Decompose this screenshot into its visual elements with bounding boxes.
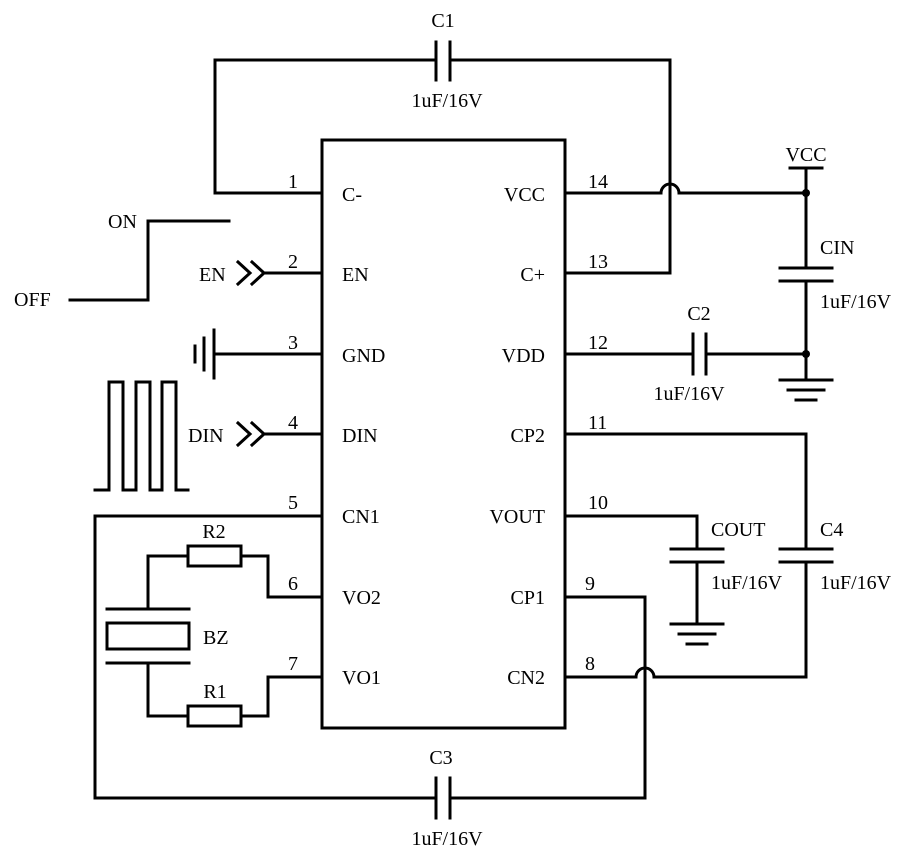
ground-symbol-right [778,378,834,402]
capacitor-c3 [93,514,647,820]
c3-value: 1uF/16V [411,828,483,850]
pin-7-name: VO1 [342,667,381,689]
pin-9-name: CP1 [511,587,545,609]
pin-14-number: 14 [588,171,608,193]
cout-label: COUT [711,519,765,541]
cin-label: CIN [820,237,854,259]
vcc-label: VCC [785,144,826,166]
pin-2-number: 2 [288,251,298,273]
pin-12-name: VDD [502,345,545,367]
pin-11-number: 11 [588,412,607,434]
r2-label: R2 [202,521,225,543]
off-label: OFF [14,289,51,311]
pin-10-name: VOUT [489,506,545,528]
on-off-switch-signal [68,219,231,302]
on-label: ON [108,211,137,233]
pin-3-number: 3 [288,332,298,354]
din-input-arrow [235,420,267,448]
pin-9-number: 9 [585,573,595,595]
pin-1-name: C- [342,184,362,206]
pin-11-name: CP2 [511,425,545,447]
ground-symbol-left [193,328,216,380]
en-input-arrow [235,259,267,287]
resistor-r1 [146,661,270,728]
pin-14-name: VCC [504,184,545,206]
c2-label: C2 [687,303,710,325]
c3-label: C3 [429,747,452,769]
bz-label: BZ [203,627,229,649]
pin-5-number: 5 [288,492,298,514]
capacitor-c2 [691,332,808,376]
buzzer-bz [105,607,191,665]
pin-1-number: 1 [288,171,298,193]
c4-label: C4 [820,519,843,541]
c2-value: 1uF/16V [653,383,725,405]
pin-8-line [563,666,808,679]
capacitor-c1 [213,40,672,275]
pin-13-name: C+ [520,264,545,286]
resistor-r2 [146,544,270,611]
pin-5-name: CN1 [342,506,380,528]
pin-8-name: CN2 [507,667,545,689]
pin-7-number: 7 [288,653,298,675]
r1-label: R1 [203,681,226,703]
vcc-rail [788,166,824,270]
pin-13-number: 13 [588,251,608,273]
pin-8-number: 8 [585,653,595,675]
c4-value: 1uF/16V [820,572,892,594]
pin-2-name: EN [342,264,369,286]
cin-value: 1uF/16V [820,291,892,313]
pin-3-name: GND [342,345,385,367]
pin-12-number: 12 [588,332,608,354]
en-label: EN [199,264,226,286]
pin-4-name: DIN [342,425,378,447]
din-pulse-train [93,380,190,492]
c1-value: 1uF/16V [411,90,483,112]
capacitor-c4 [778,432,834,679]
capacitor-cout [669,514,725,646]
pin-10-number: 10 [588,492,608,514]
pin-6-number: 6 [288,573,298,595]
cout-value: 1uF/16V [711,572,783,594]
pin-6-name: VO2 [342,587,381,609]
din-label: DIN [188,425,224,447]
capacitor-cin [778,266,834,382]
c1-label: C1 [431,10,454,32]
pin-4-number: 4 [288,412,298,434]
